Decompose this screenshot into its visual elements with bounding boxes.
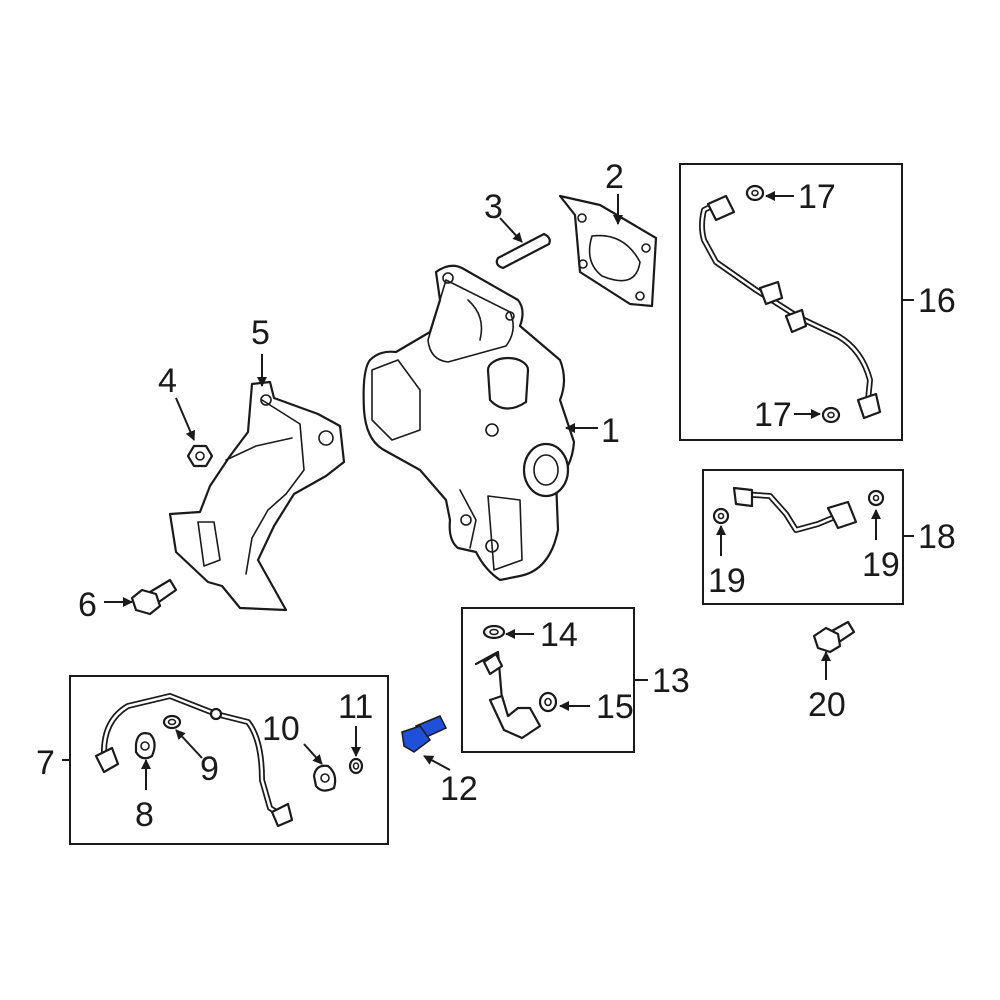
gasket-part-14[interactable] <box>482 624 506 640</box>
water-line-part-18[interactable] <box>732 486 858 533</box>
callout-19-right: 19 <box>862 546 900 584</box>
bolt-part-20[interactable] <box>812 620 856 654</box>
leader-lines <box>62 191 914 790</box>
callout-3: 3 <box>484 188 503 226</box>
callout-13: 13 <box>652 662 690 700</box>
callout-19-left: 19 <box>708 562 746 600</box>
washer-part-17-bottom[interactable] <box>821 406 841 424</box>
callout-10: 10 <box>262 710 300 748</box>
callout-20: 20 <box>808 686 846 724</box>
callout-9: 9 <box>200 750 219 788</box>
washer-part-9[interactable] <box>162 714 182 730</box>
callout-4: 4 <box>158 362 177 400</box>
callout-11: 11 <box>338 688 373 726</box>
oil-return-tube-part-13[interactable] <box>474 650 542 740</box>
washer-part-19-right[interactable] <box>867 489 885 507</box>
callout-14: 14 <box>540 616 578 654</box>
bolt-part-6[interactable] <box>130 578 178 616</box>
callout-16: 16 <box>918 282 956 320</box>
callout-1: 1 <box>601 412 620 450</box>
oil-line-part-7[interactable] <box>94 693 294 828</box>
gasket-part-8[interactable] <box>134 732 156 760</box>
heat-shield-part-5[interactable] <box>168 380 346 612</box>
callout-18: 18 <box>918 518 956 556</box>
pin-part-3[interactable] <box>495 232 551 270</box>
callout-8: 8 <box>135 796 154 834</box>
gasket-part-2[interactable] <box>558 194 658 308</box>
callout-15: 15 <box>596 688 634 726</box>
callout-12: 12 <box>440 770 478 808</box>
oil-feed-line-part-16[interactable] <box>699 194 882 420</box>
nut-part-4[interactable] <box>186 444 214 468</box>
washer-part-19-left[interactable] <box>712 507 730 525</box>
kit-box-16 <box>679 163 903 441</box>
gasket-part-10[interactable] <box>312 764 337 792</box>
washer-part-11[interactable] <box>348 757 364 775</box>
callout-5: 5 <box>251 314 270 352</box>
callout-17-top: 17 <box>798 178 836 216</box>
callout-6: 6 <box>78 586 97 624</box>
callout-17-bottom: 17 <box>754 396 792 434</box>
turbocharger-part-1[interactable] <box>362 264 576 582</box>
bolt-part-12-highlighted[interactable] <box>401 715 448 753</box>
washer-part-17-top[interactable] <box>745 184 765 202</box>
callout-7: 7 <box>36 744 55 782</box>
gasket-part-15[interactable] <box>538 691 558 713</box>
callout-2: 2 <box>605 158 624 196</box>
callout-labels: 1 2 3 4 5 6 7 8 9 10 11 12 13 14 15 16 1… <box>36 158 956 834</box>
